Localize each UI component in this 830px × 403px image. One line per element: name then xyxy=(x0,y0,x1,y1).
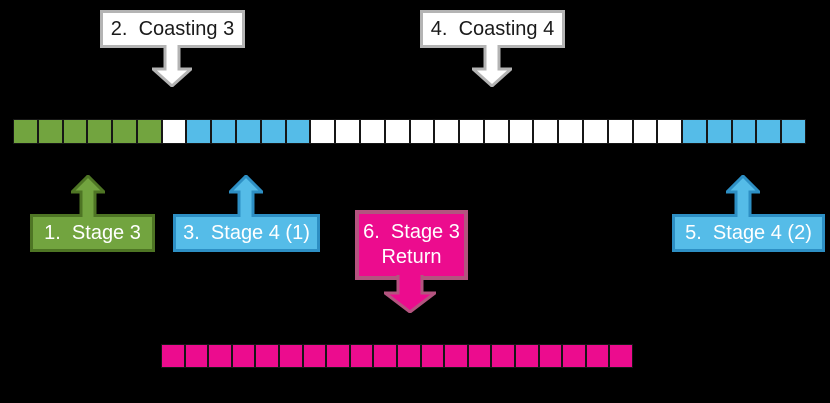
pink-timeline-cell xyxy=(444,344,468,368)
arrow-up-stage-4-2-icon xyxy=(726,175,760,217)
pink-timeline-cell xyxy=(420,344,445,368)
pink-timeline-cell xyxy=(184,344,209,368)
white-timeline-cell xyxy=(483,119,509,144)
pink-timeline-cell xyxy=(302,344,327,368)
callout-stage-3-return-line2: Return xyxy=(381,246,442,268)
pink-timeline-cell xyxy=(514,344,539,368)
timeline-strip-bottom xyxy=(161,344,633,368)
green-timeline-cell xyxy=(62,119,88,144)
white-timeline-cell xyxy=(459,119,484,144)
arrow-down-coasting-3-icon xyxy=(152,45,192,87)
callout-coasting-3-label: 2. Coasting 3 xyxy=(110,17,235,40)
pink-timeline-cell xyxy=(349,344,374,368)
callout-coasting-4-label: 4. Coasting 4 xyxy=(430,17,555,40)
white-timeline-cell xyxy=(409,119,435,144)
blue-timeline-cell xyxy=(756,119,782,144)
white-timeline-cell xyxy=(632,119,658,144)
blue-timeline-cell xyxy=(731,119,757,144)
blue-timeline-cell xyxy=(682,119,707,144)
green-timeline-cell xyxy=(136,119,162,144)
pink-timeline-cell xyxy=(538,344,563,368)
pink-timeline-cell xyxy=(326,344,350,368)
white-timeline-cell xyxy=(161,119,187,144)
green-timeline-cell xyxy=(37,119,63,144)
pink-timeline-cell xyxy=(609,344,633,368)
arrow-down-stage-3-return-icon xyxy=(384,275,436,313)
blue-timeline-cell xyxy=(706,119,732,144)
pink-timeline-cell xyxy=(161,344,185,368)
white-timeline-cell xyxy=(657,119,683,144)
arrow-up-stage-4-1-icon xyxy=(229,175,263,217)
callout-stage-3-label: 1. Stage 3 xyxy=(44,221,141,244)
callout-stage-3: 1. Stage 3 xyxy=(30,214,155,252)
callout-coasting-4: 4. Coasting 4 xyxy=(420,10,565,48)
callout-stage-3-return: 6. Stage 3 Return xyxy=(355,210,468,280)
callout-stage-3-return-line1: 6. Stage 3 xyxy=(363,221,460,243)
blue-timeline-cell xyxy=(211,119,237,144)
callout-stage-4-2-label: 5. Stage 4 (2) xyxy=(685,221,812,244)
pink-timeline-cell xyxy=(231,344,256,368)
pink-timeline-cell xyxy=(467,344,492,368)
arrow-down-coasting-4-icon xyxy=(472,45,512,87)
timeline-strip-top xyxy=(13,119,806,144)
callout-stage-4-2: 5. Stage 4 (2) xyxy=(672,214,825,252)
callout-coasting-3: 2. Coasting 3 xyxy=(100,10,245,48)
white-timeline-cell xyxy=(335,119,360,144)
white-timeline-cell xyxy=(533,119,559,144)
blue-timeline-cell xyxy=(260,119,286,144)
white-timeline-cell xyxy=(508,119,534,144)
blue-timeline-cell xyxy=(236,119,261,144)
white-timeline-cell xyxy=(434,119,460,144)
callout-stage-4-1: 3. Stage 4 (1) xyxy=(173,214,320,252)
white-timeline-cell xyxy=(582,119,608,144)
green-timeline-cell xyxy=(112,119,137,144)
pink-timeline-cell xyxy=(562,344,586,368)
green-timeline-cell xyxy=(87,119,113,144)
pink-timeline-cell xyxy=(491,344,515,368)
pink-timeline-cell xyxy=(585,344,610,368)
blue-timeline-cell xyxy=(186,119,212,144)
blue-timeline-cell xyxy=(781,119,806,144)
green-timeline-cell xyxy=(13,119,38,144)
blue-timeline-cell xyxy=(285,119,311,144)
white-timeline-cell xyxy=(310,119,336,144)
callout-stage-4-1-label: 3. Stage 4 (1) xyxy=(183,221,310,244)
pink-timeline-cell xyxy=(278,344,303,368)
white-timeline-cell xyxy=(607,119,633,144)
white-timeline-cell xyxy=(359,119,385,144)
pink-timeline-cell xyxy=(208,344,232,368)
arrow-up-stage-3-icon xyxy=(71,175,105,217)
pink-timeline-cell xyxy=(373,344,397,368)
white-timeline-cell xyxy=(558,119,583,144)
pink-timeline-cell xyxy=(255,344,279,368)
pink-timeline-cell xyxy=(396,344,421,368)
white-timeline-cell xyxy=(384,119,410,144)
